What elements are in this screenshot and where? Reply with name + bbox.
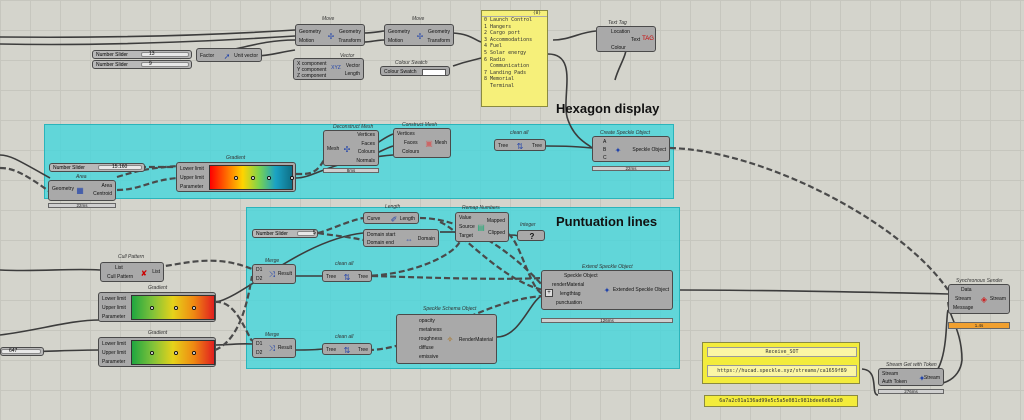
clean-all-hex[interactable]: Tree ⇅ Tree <box>494 139 546 151</box>
gradient-p2-knob-1[interactable] <box>150 351 154 355</box>
clean-all-punct-2[interactable]: Tree ⇅ Tree <box>322 343 372 355</box>
list-panel-item: 5 Solar energy <box>484 49 527 56</box>
gradient-p2-knob-2[interactable] <box>174 351 178 355</box>
stream-panel-group[interactable]: Receive_SOT https://hucad.speckle.xyz/st… <box>702 342 860 384</box>
stream-panel-label: Receive_SOT <box>707 347 857 357</box>
mesh-icon: ✣ <box>343 144 351 154</box>
gradient-hex-knob-2[interactable] <box>251 176 255 180</box>
stream-get-with-token[interactable]: Stream Auth Token ✦ Stream <box>878 368 944 386</box>
token-panel[interactable]: 6a7a2c01a136ad99e5c5a5e081c981bdee6d6a1d… <box>704 395 858 407</box>
list-panel-item: 1 Hangers <box>484 23 512 30</box>
list-panel-item: 4 Fuel <box>484 43 503 50</box>
deconstruct-mesh-timer: 8ms <box>323 168 379 173</box>
cull-pattern[interactable]: List Cull Pattern ✘ List <box>100 262 164 282</box>
list-panel-item: Communication <box>484 63 530 70</box>
list-panel-item: 3 Accommodations <box>484 36 533 43</box>
gradient-bar-punct-1[interactable] <box>131 295 215 320</box>
speckle-icon: ✦ <box>614 145 622 155</box>
speckle-icon: ✦ <box>918 373 926 383</box>
list-panel-item: 8 Memorial <box>484 76 515 83</box>
gradient-bar-punct-2[interactable] <box>131 340 215 365</box>
clean-icon: ⇅ <box>343 272 351 282</box>
gradient-hex-knob-3[interactable] <box>267 176 271 180</box>
integer-param[interactable]: ? <box>517 230 545 241</box>
number-slider-left[interactable]: 647 <box>0 347 44 356</box>
plus-icon[interactable]: + <box>545 289 553 297</box>
stream-url[interactable]: https://hucad.speckle.xyz/streams/ca1659… <box>707 365 857 377</box>
number-slider-punct[interactable]: Number Slider 5 <box>252 229 318 238</box>
clean-icon: ⇅ <box>343 345 351 355</box>
list-panel-item: 2 Cargo port <box>484 30 521 37</box>
length-component[interactable]: Curve ✐ Length <box>363 212 419 224</box>
clean-all-punct-1[interactable]: Tree ⇅ Tree <box>322 270 372 282</box>
area-component[interactable]: Geometry ▦ Area Centroid <box>48 180 116 201</box>
gradient-hex-knob-4[interactable] <box>290 176 294 180</box>
move-component-2[interactable]: Geometry Motion ✢ Geometry Transform <box>384 24 454 46</box>
gradient-punct-2[interactable]: Lower limit Upper limit Parameter <box>98 337 216 367</box>
create-speckle-timer: 22ms <box>592 166 670 171</box>
extend-speckle-timer: 126ms <box>541 318 673 323</box>
gradient-p1-knob-3[interactable] <box>192 306 196 310</box>
number-slider-hex[interactable]: Number Slider 15.160 <box>49 163 145 172</box>
deconstruct-mesh[interactable]: Mesh ✣ Vertices Faces Colours Normals <box>323 130 379 166</box>
gradient-p1-knob-1[interactable] <box>150 306 154 310</box>
remap-icon: ▤ <box>477 222 485 232</box>
list-panel-item: 6 Radio <box>484 56 506 63</box>
vector-xyz-component[interactable]: X component Y component Z component XYZ … <box>293 58 364 80</box>
hexagon-display-title: Hexagon display <box>556 101 660 116</box>
create-speckle-object[interactable]: A B C ✦ Speckle Object <box>592 136 670 162</box>
list-panel-item: 0 Launch Control <box>484 17 533 23</box>
sync-sender-timer: 1.4s <box>948 322 1010 329</box>
speckle-icon: ✧ <box>446 334 454 344</box>
ruler-icon: ✐ <box>390 214 398 224</box>
text-tag-component[interactable]: Location Text Colour TAG <box>596 26 656 52</box>
merge-component-1[interactable]: D1 D2 ⤨ Result <box>252 264 296 284</box>
send-icon: ◈ <box>980 294 988 304</box>
domain-icon: ⇔ <box>405 234 413 244</box>
punctuation-lines-title: Puntuation lines <box>556 214 658 229</box>
merge-component-2[interactable]: D1 D2 ⤨ Result <box>252 338 296 358</box>
merge-icon: ⤨ <box>268 344 276 353</box>
tag-icon: TAG <box>642 36 654 42</box>
move-icon: ✢ <box>416 31 424 41</box>
clean-icon: ⇅ <box>516 141 524 151</box>
area-timer: 22ms <box>48 203 116 208</box>
extend-speckle-object[interactable]: Speckle Object renderMaterial lengthtag … <box>541 270 673 310</box>
list-panel-item: 7 Landing Pads <box>484 69 527 76</box>
integer-icon: ? <box>529 231 535 241</box>
merge-icon: ⤨ <box>268 270 276 279</box>
speckle-icon: ✦ <box>603 285 611 295</box>
colour-swatch[interactable]: Colour Swatch <box>380 66 450 76</box>
gradient-hex-knob-1[interactable] <box>234 176 238 180</box>
swatch-color[interactable] <box>422 69 446 76</box>
number-slider-top-2[interactable]: Number Slider 9 <box>92 60 192 69</box>
cull-icon: ✘ <box>140 268 148 278</box>
synchronous-sender[interactable]: Data Stream Message ◈ Stream <box>948 284 1010 314</box>
mesh-icon: ▣ <box>425 138 433 148</box>
arrow-icon: ➚ <box>223 51 231 61</box>
stream-get-timer: 276ms <box>878 389 944 394</box>
xyz-icon: XYZ <box>331 65 341 71</box>
unit-vector-component[interactable]: Factor ➚ Unit vector <box>196 48 262 62</box>
move-icon: ✢ <box>327 31 335 41</box>
area-icon: ▦ <box>76 185 84 195</box>
gradient-punct-1[interactable]: Lower limit Upper limit Parameter <box>98 292 216 322</box>
list-panel-item: Terminal <box>484 82 515 89</box>
construct-mesh[interactable]: Vertices Faces Colours ▣ Mesh <box>393 128 451 158</box>
gradient-p2-knob-3[interactable] <box>192 351 196 355</box>
number-slider-top-1[interactable]: Number Slider 13 <box>92 50 192 59</box>
gradient-p1-knob-2[interactable] <box>174 306 178 310</box>
construct-domain[interactable]: Domain start Domain end ⇔ Domain <box>363 229 439 247</box>
move-component-1[interactable]: Geometry Motion ✢ Geometry Transform <box>295 24 365 46</box>
remap-numbers[interactable]: Value Source Target ▤ Mapped Clipped <box>455 212 509 242</box>
speckle-schema-object[interactable]: opacity metalness roughness diffuse emis… <box>396 314 497 364</box>
